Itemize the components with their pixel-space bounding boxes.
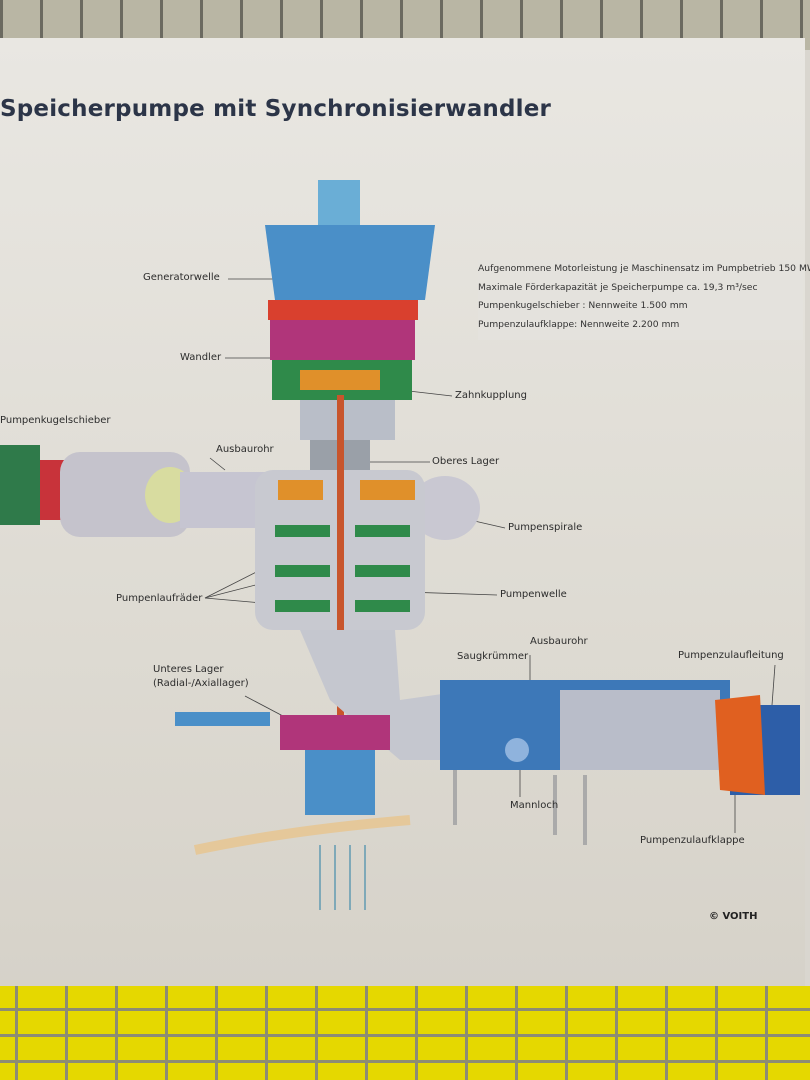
label-oberes-lager: Oberes Lager — [432, 456, 500, 467]
label-generatorwelle: Generatorwelle — [143, 272, 220, 283]
info-line: Maximale Förderkapazität je Speicherpump… — [478, 281, 758, 293]
label-pumpenzulaufklappe: Pumpenzulaufklappe — [640, 835, 745, 846]
info-line: Aufgenommene Motorleistung je Maschinens… — [478, 263, 810, 274]
label-pumpenlaufraeder: Pumpenlaufräder — [116, 593, 203, 604]
pipe-flange — [0, 445, 40, 525]
label-wandler: Wandler — [180, 352, 222, 363]
label-unteres-lager: Unteres Lager — [153, 664, 224, 675]
label-pumpenzulaufleitung: Pumpenzulaufleitung — [678, 650, 784, 661]
wandler-shape — [270, 320, 415, 360]
label-unteres-lager-sub: (Radial-/Axiallager) — [153, 678, 249, 689]
info-line: Pumpenkugelschieber : Nennweite 1.500 mm — [478, 300, 688, 311]
info-line: Pumpenzulaufklappe: Nennweite 2.200 mm — [478, 318, 680, 330]
unteres-lager-shape — [280, 715, 390, 750]
label-mannloch: Mannloch — [510, 800, 559, 811]
info-box: Aufgenommene Motorleistung je Maschinens… — [478, 260, 810, 340]
label-saugkruemmer: Saugkrümmer — [457, 651, 529, 662]
mannloch-shape — [505, 738, 529, 762]
label-ausbaurohr: Ausbaurohr — [530, 636, 588, 647]
yellow-fence — [0, 986, 810, 1080]
pumpenwelle-shaft — [337, 395, 344, 750]
pumpenspirale-shape — [410, 476, 480, 540]
saugkruemmer-shape — [300, 630, 470, 760]
label-ausbaurohr: Ausbaurohr — [216, 444, 274, 455]
label-pumpenkugelschieber: Pumpenkugelschieber — [0, 415, 111, 426]
label-pumpenwelle: Pumpenwelle — [500, 589, 567, 600]
generator-housing — [265, 225, 435, 300]
poster-title: Speicherpumpe mit Synchronisierwandler — [0, 96, 552, 122]
label-pumpenspirale: Pumpenspirale — [508, 522, 583, 533]
voith-logo: © VOITH — [709, 911, 758, 922]
pumpenzulaufklappe-shape — [715, 695, 765, 795]
label-zahnkupplung: Zahnkupplung — [455, 390, 527, 401]
